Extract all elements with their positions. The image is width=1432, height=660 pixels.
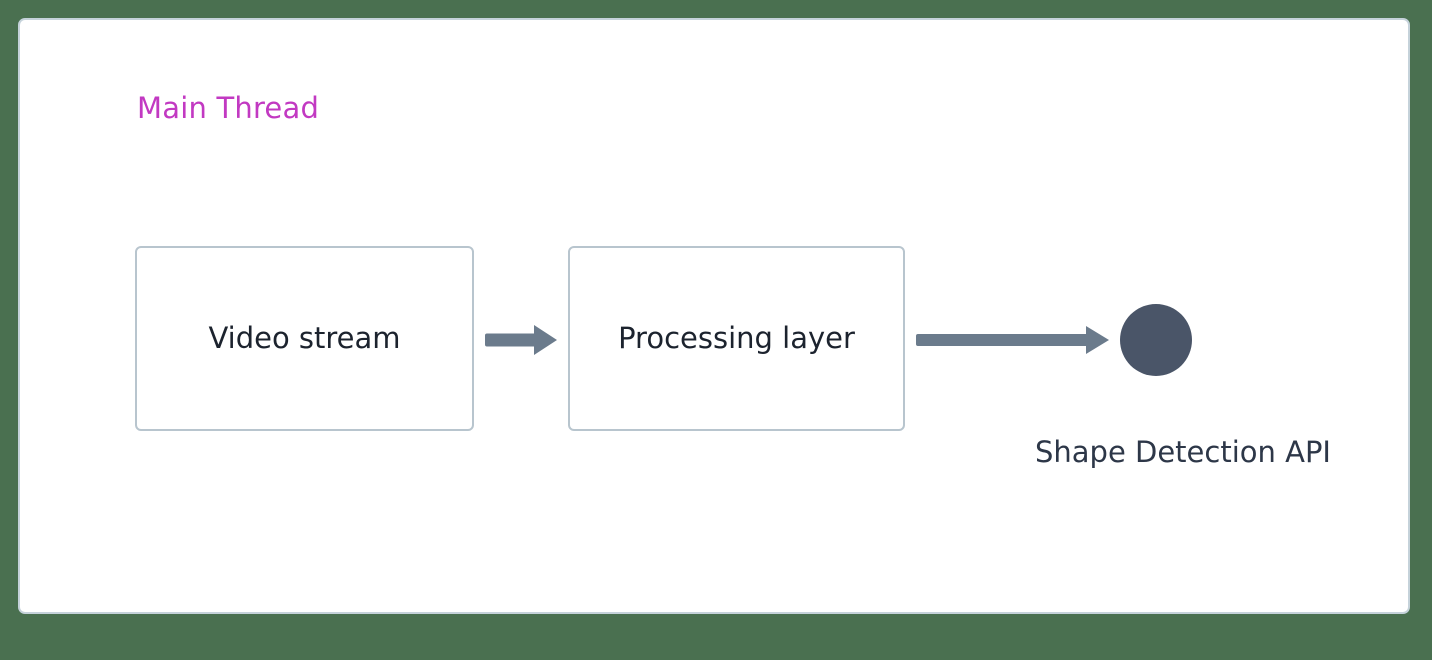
- diagram-frame: Main Thread Video stream Processing laye…: [18, 18, 1410, 614]
- node-video-stream[interactable]: Video stream: [135, 246, 474, 431]
- edge-processing-to-api: [916, 326, 1109, 354]
- edge-video-to-processing: [485, 325, 557, 355]
- node-processing-layer[interactable]: Processing layer: [568, 246, 905, 431]
- node-video-stream-label: Video stream: [208, 321, 401, 355]
- diagram-canvas: Main Thread Video stream Processing laye…: [18, 18, 1410, 614]
- node-processing-layer-label: Processing layer: [618, 321, 855, 355]
- node-shape-detection-api-label: Shape Detection API: [1034, 435, 1331, 469]
- cluster-title-main-thread: Main Thread: [137, 91, 320, 125]
- node-shape-detection-api-circle[interactable]: [1120, 304, 1192, 376]
